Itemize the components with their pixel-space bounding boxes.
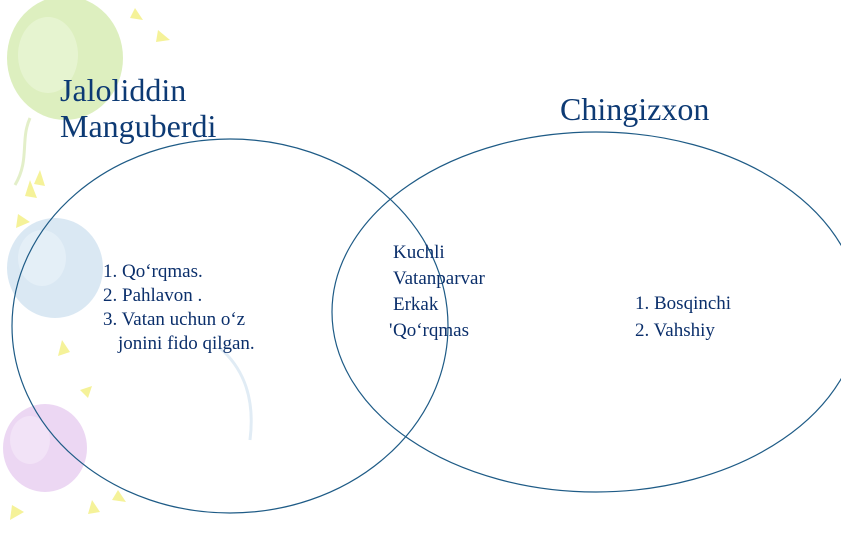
balloon-purple-highlight <box>10 416 50 464</box>
balloon-blue-highlight <box>18 230 66 286</box>
right-circle <box>331 131 841 493</box>
list-item: Erkak <box>393 294 439 315</box>
balloon-green-highlight <box>18 17 78 93</box>
sparkle-decoration <box>10 8 170 520</box>
list-item-text: Qo‘rqmas <box>393 320 469 341</box>
list-item: jonini fido qilgan. <box>118 333 255 354</box>
list-item: 3. Vatan uchun o‘z <box>103 309 246 330</box>
balloon-string <box>13 117 32 186</box>
shared-set-list: Kuchli Vatanparvar Erkak 'Qo‘rqmas <box>389 240 485 344</box>
list-item: 'Qo‘rqmas <box>389 318 485 344</box>
left-set-title: Jaloliddin Manguberdi <box>60 72 216 144</box>
list-item: 2. Pahlavon . <box>103 285 203 306</box>
left-title-line: Manguberdi <box>60 108 217 144</box>
left-set-list: 1. Qo‘rqmas. 2. Pahlavon . 3. Vatan uchu… <box>103 260 255 356</box>
left-title-line: Jaloliddin <box>60 72 187 108</box>
balloon-string <box>219 346 253 441</box>
list-item: 1. Bosqinchi <box>635 293 732 314</box>
list-item: Kuchli <box>393 242 445 263</box>
list-item: 1. Qo‘rqmas. <box>103 261 203 282</box>
list-item: 2. Vahshiy <box>635 320 715 341</box>
right-set-list: 1. Bosqinchi 2. Vahshiy <box>635 290 731 344</box>
right-set-title: Chingizxon <box>560 91 710 127</box>
left-circle <box>11 138 449 514</box>
list-item: Vatanparvar <box>393 268 485 289</box>
tick-mark: ' <box>389 320 393 341</box>
